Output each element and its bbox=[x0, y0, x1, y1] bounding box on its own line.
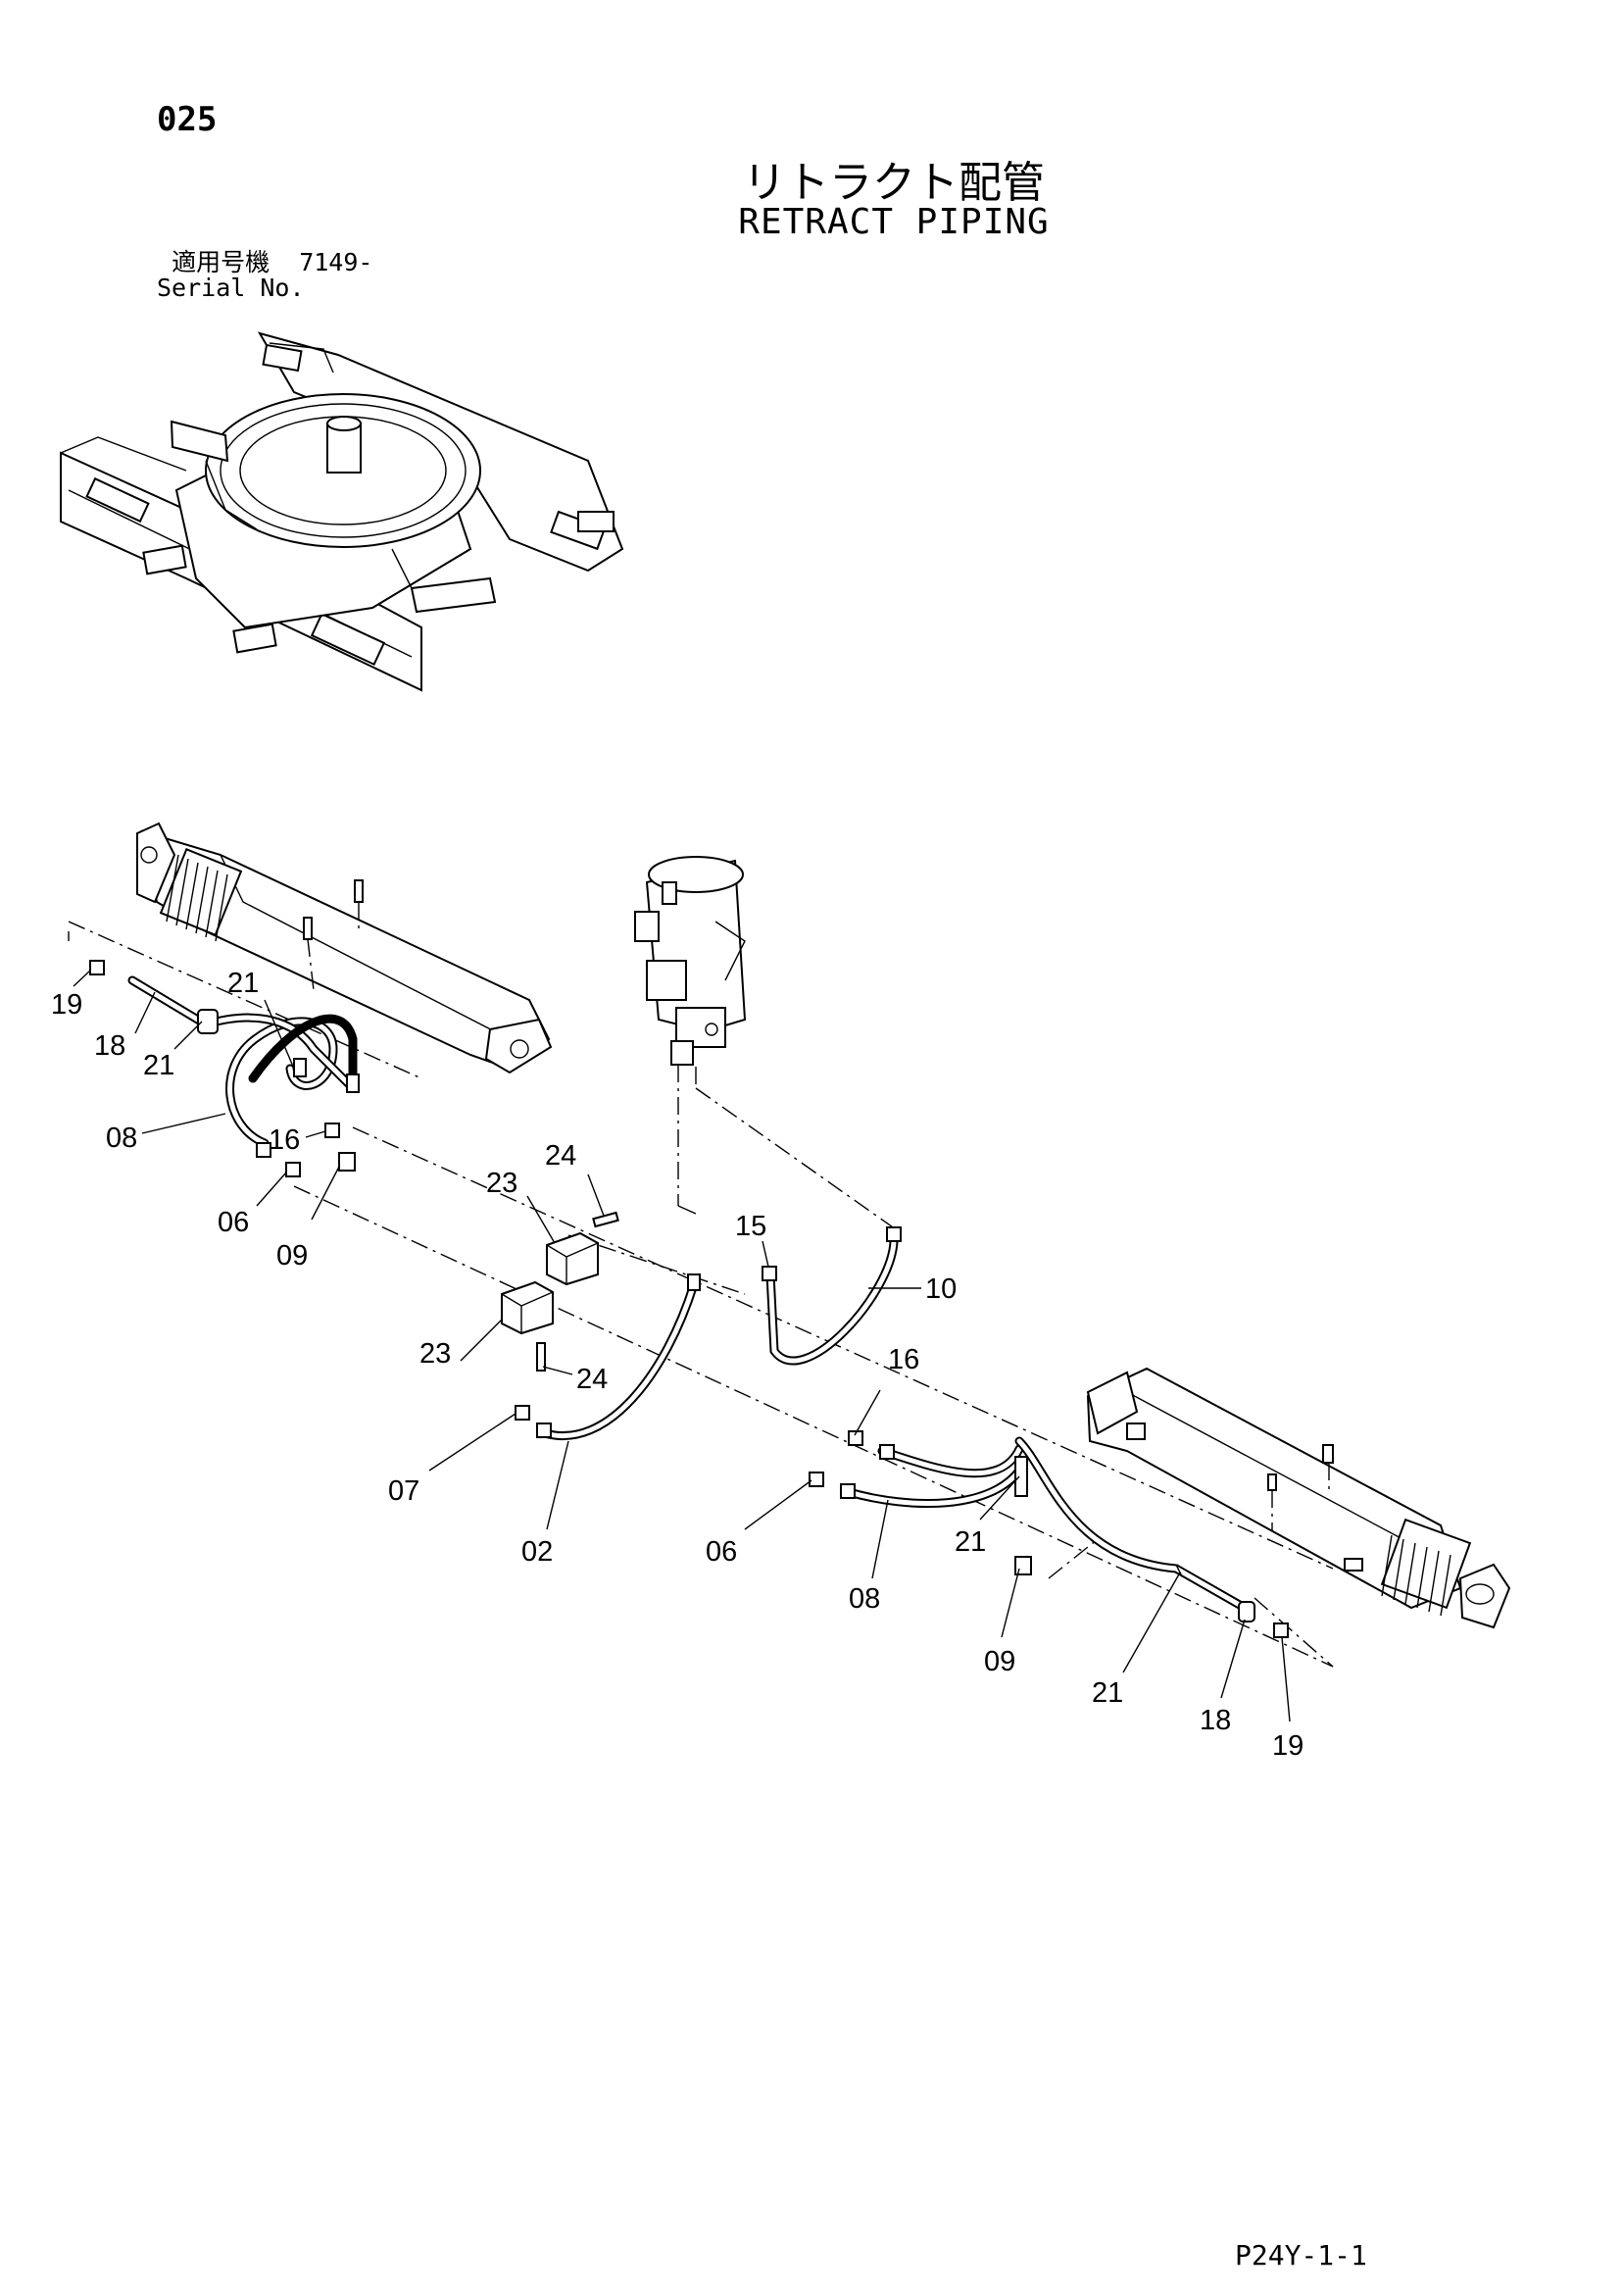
bolt-24-upper bbox=[592, 1211, 619, 1228]
callouts: 19 18 21 21 08 16 06 09 23 24 15 10 23 2… bbox=[51, 968, 1303, 1762]
callout-15: 15 bbox=[735, 1211, 766, 1242]
undercarriage-overview bbox=[60, 331, 624, 692]
center-lines bbox=[68, 921, 1334, 1668]
callout-09: 09 bbox=[276, 1240, 308, 1272]
callout-24: 24 bbox=[545, 1140, 576, 1172]
serial-label-jp: 適用号機 bbox=[172, 248, 270, 276]
callout-09: 09 bbox=[984, 1646, 1015, 1677]
bellows-right bbox=[1380, 1518, 1472, 1617]
fittings bbox=[89, 960, 1289, 1638]
callout-21: 21 bbox=[227, 968, 259, 999]
center-joint bbox=[634, 856, 897, 1245]
fitting-16-right bbox=[848, 1430, 863, 1446]
hoses bbox=[127, 975, 1250, 1613]
callout-24: 24 bbox=[576, 1364, 608, 1395]
fitting-06-left bbox=[285, 1162, 301, 1177]
left-retract-cylinder bbox=[136, 822, 553, 1074]
title-english-text: RETRACT PIPING bbox=[738, 202, 1050, 242]
callout-07: 07 bbox=[388, 1475, 419, 1507]
leader-lines bbox=[73, 970, 1291, 1722]
serial-label-en: Serial No. bbox=[157, 274, 305, 302]
callout-21: 21 bbox=[143, 1050, 174, 1081]
title-japanese-text: リトラクト配管 bbox=[743, 158, 1045, 208]
callout-08: 08 bbox=[106, 1123, 137, 1154]
callout-08: 08 bbox=[849, 1583, 880, 1615]
title-japanese: リトラクト配管 bbox=[0, 147, 1623, 210]
fitting-09-left bbox=[338, 1152, 356, 1172]
bellows-left bbox=[159, 848, 243, 942]
footer-code: P24Y-1-1 bbox=[1235, 2239, 1367, 2271]
right-retract-cylinder bbox=[1086, 1367, 1511, 1629]
serial-block: 適用号機 7149- Serial No. bbox=[157, 250, 372, 301]
fitting-15 bbox=[762, 1266, 777, 1281]
callout-16: 16 bbox=[269, 1124, 300, 1156]
callout-10: 10 bbox=[925, 1273, 957, 1305]
block-23-lower bbox=[501, 1280, 554, 1335]
callout-16: 16 bbox=[888, 1344, 919, 1375]
callout-23: 23 bbox=[419, 1338, 451, 1370]
page-number: 025 bbox=[157, 100, 218, 139]
fitting-16-left bbox=[324, 1123, 340, 1138]
fitting-07 bbox=[515, 1405, 530, 1421]
callout-18: 18 bbox=[1200, 1705, 1231, 1736]
callout-23: 23 bbox=[486, 1168, 517, 1199]
title-english: RETRACT PIPING bbox=[0, 202, 1623, 242]
serial-row-jp: 適用号機 7149- bbox=[157, 250, 372, 275]
callout-06: 06 bbox=[706, 1536, 737, 1568]
bolt-24-lower bbox=[536, 1342, 546, 1372]
block-23-upper bbox=[546, 1231, 599, 1286]
clamp-21-left bbox=[197, 1009, 219, 1034]
callout-19: 19 bbox=[51, 989, 82, 1021]
serial-value: 7149- bbox=[299, 248, 373, 276]
fitting-18-right bbox=[1238, 1601, 1255, 1622]
fitting-19-right bbox=[1273, 1622, 1289, 1638]
fitting-19-left bbox=[89, 960, 105, 975]
callout-21: 21 bbox=[1092, 1677, 1123, 1709]
callout-02: 02 bbox=[521, 1536, 553, 1568]
callout-18: 18 bbox=[94, 1030, 125, 1062]
callout-21: 21 bbox=[955, 1526, 986, 1558]
fitting-09-right bbox=[1014, 1556, 1032, 1575]
fitting-06-right bbox=[809, 1472, 824, 1487]
callout-19: 19 bbox=[1272, 1730, 1303, 1762]
callout-06: 06 bbox=[218, 1207, 249, 1238]
